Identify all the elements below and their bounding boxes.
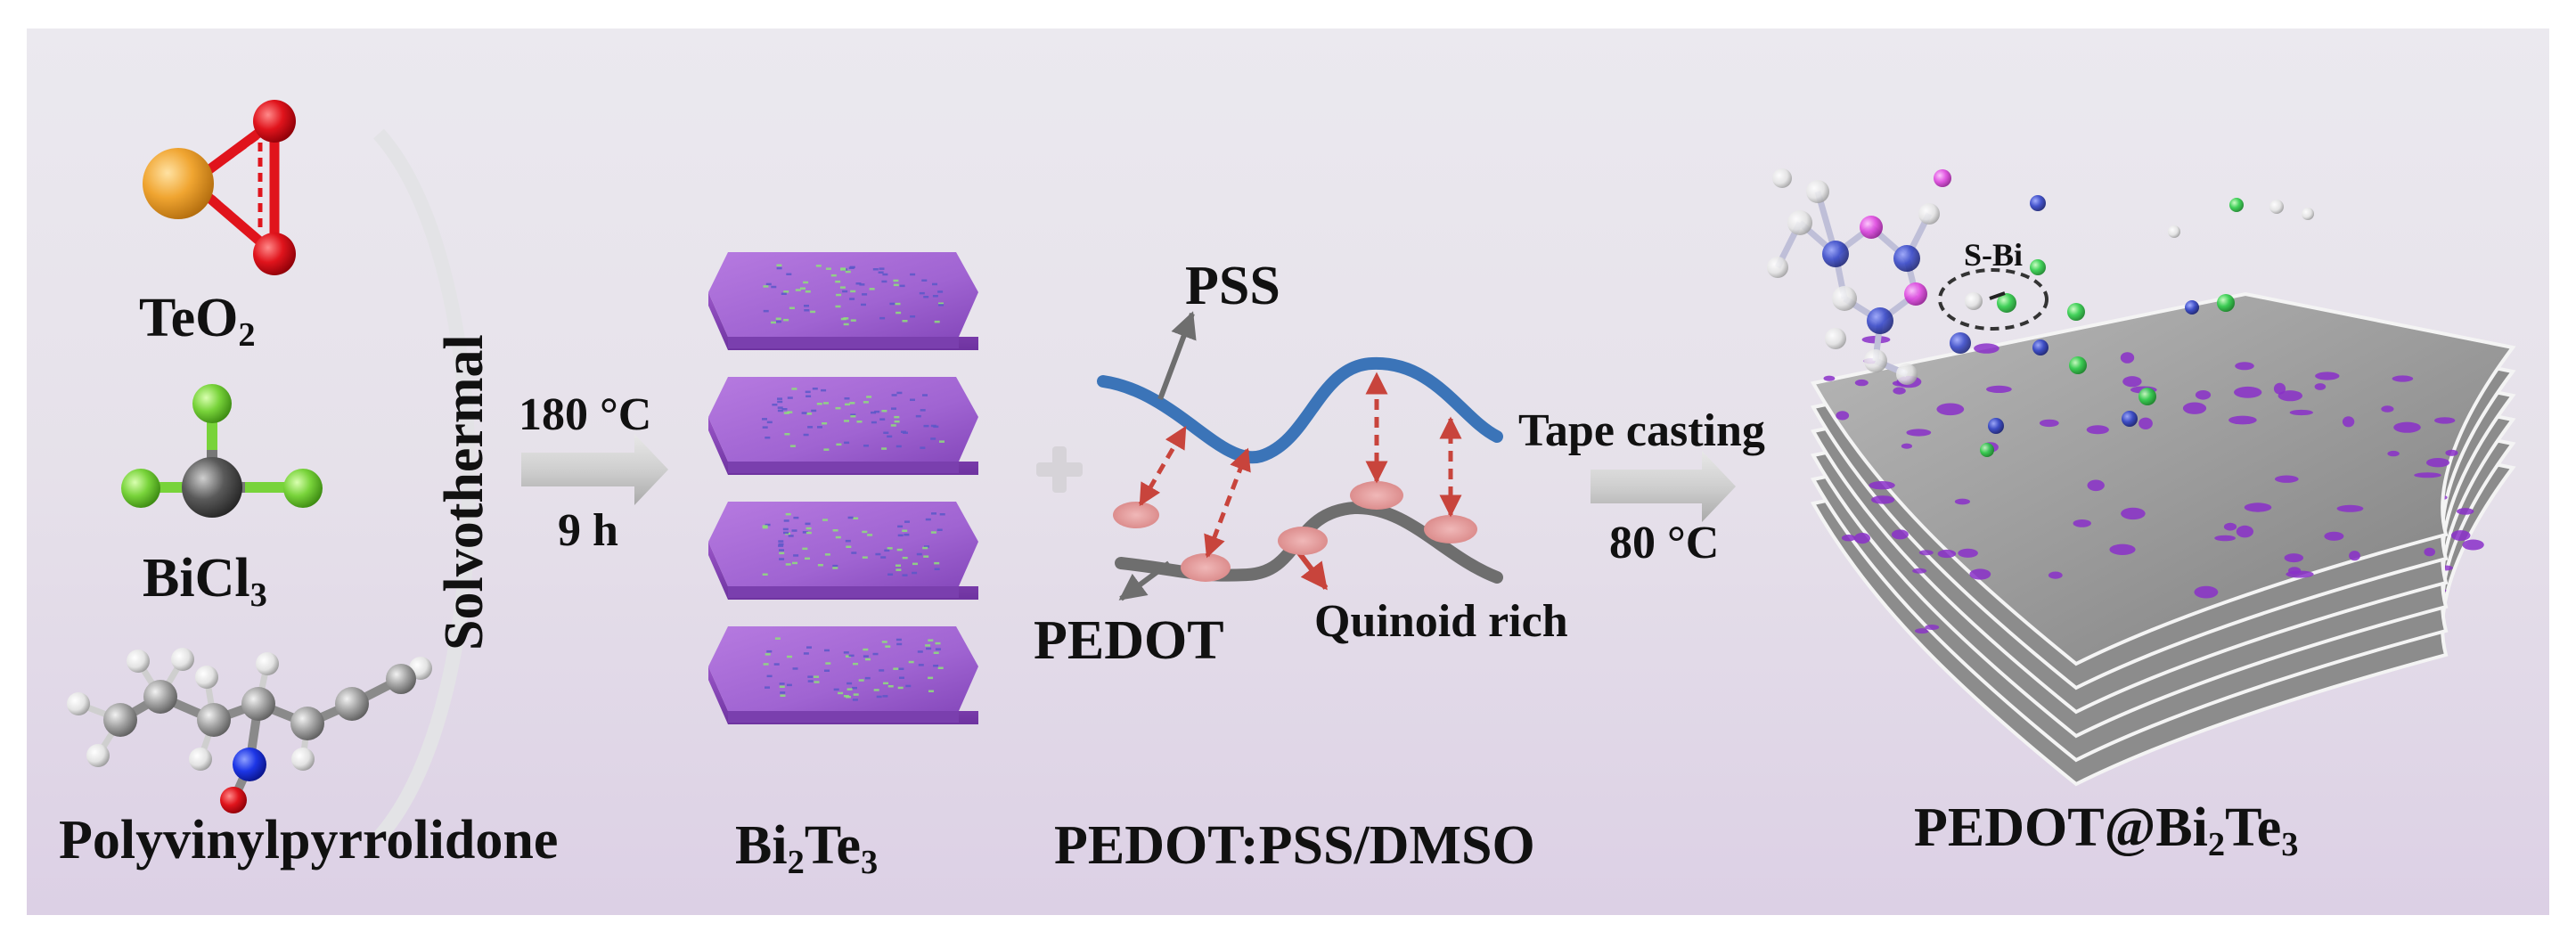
bicl3-label: BiCl3 [143, 548, 267, 614]
s-bi-bond-highlight [1938, 268, 2049, 331]
temperature-80-label: 80 °C [1609, 518, 1720, 568]
pss-label: PSS [1185, 256, 1280, 316]
bi2te3-plate [708, 252, 978, 350]
bicl3-molecule [121, 384, 323, 518]
bi2te3-label: Bi2Te3 [735, 815, 879, 881]
pvp-label: Polyvinylpyrrolidone [59, 810, 559, 870]
bi2te3-plate [708, 377, 978, 475]
bi2te3-plates [708, 252, 978, 724]
arrow-right-icon [521, 434, 668, 505]
bi2te3-plate [708, 626, 978, 724]
arrow-right-icon [1591, 451, 1736, 522]
solvothermal-label: Solvothermal [434, 334, 495, 650]
quinoid-rich-label: Quinoid rich [1314, 596, 1568, 647]
pedot-pss-dmso-label: PEDOT:PSS/DMSO [1054, 815, 1535, 876]
product-label: PEDOT@Bi2Te3 [1914, 797, 2299, 863]
plus-icon [1036, 446, 1083, 493]
pedot-label: PEDOT [1034, 610, 1224, 671]
temperature-180-label: 180 °C [519, 389, 652, 440]
pedot-molecule-cluster [1767, 168, 2314, 457]
s-bi-bond [1989, 291, 2006, 300]
pedot-bi2te3-film [1810, 291, 2516, 787]
film-layer [1810, 291, 2516, 666]
teo2-molecule [143, 100, 296, 275]
solvothermal-bracket [373, 128, 477, 843]
pvp-molecule [67, 648, 432, 813]
teo2-label: TeO2 [139, 288, 256, 354]
time-9h-label: 9 h [558, 505, 618, 556]
bi2te3-plate [708, 502, 978, 600]
s-bi-label: S-Bi [1964, 237, 2024, 273]
pedot-pss-chains [1097, 311, 1503, 601]
tape-casting-label: Tape casting [1518, 405, 1765, 456]
